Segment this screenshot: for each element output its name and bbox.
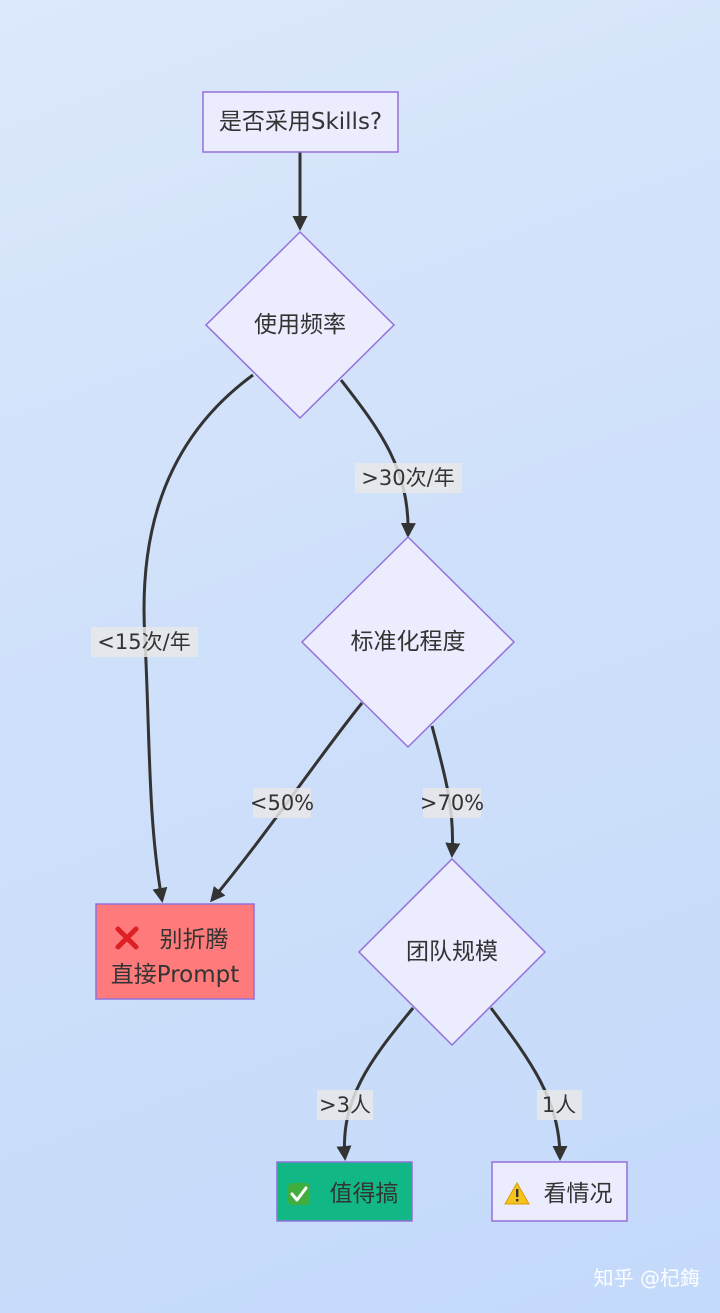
node-standardization: 标准化程度 <box>300 535 516 749</box>
node-team-size: 团队规模 <box>357 857 547 1047</box>
node-reject-line2: 直接Prompt <box>111 962 240 988</box>
node-reject-line1: 别折腾 <box>160 927 229 953</box>
edge-label-freq-low-text: <15次/年 <box>97 630 190 654</box>
node-standardization-label: 标准化程度 <box>351 629 466 655</box>
node-worth-it: 值得搞 <box>276 1161 413 1222</box>
node-reject: 别折腾 直接Prompt <box>95 903 255 1000</box>
cross-mark-icon <box>115 926 139 950</box>
node-depends-label: 看情况 <box>544 1181 613 1207</box>
edge-usage-standardization <box>339 379 416 538</box>
node-worth-it-label: 值得搞 <box>330 1181 399 1207</box>
edge-label-std-high-text: >70% <box>420 791 484 815</box>
edge-label-std-low: <50% <box>250 788 314 818</box>
node-team-size-label: 团队规模 <box>406 939 498 965</box>
edge-label-freq-high: >30次/年 <box>355 463 462 493</box>
edge-team-depends <box>489 1007 568 1161</box>
node-usage-frequency-label: 使用频率 <box>254 312 346 338</box>
edge-label-std-high: >70% <box>420 788 484 818</box>
edge-label-freq-high-text: >30次/年 <box>361 466 454 490</box>
edge-label-team-multi-text: >3人 <box>319 1093 371 1117</box>
edge-label-team-multi: >3人 <box>317 1090 373 1120</box>
watermark: 知乎 @杞鋂 <box>593 1266 700 1290</box>
edge-label-team-one-text: 1人 <box>542 1093 576 1117</box>
edge-team-worth <box>336 1007 415 1161</box>
check-mark-button-icon <box>288 1183 310 1205</box>
edge-label-team-one: 1人 <box>537 1090 582 1120</box>
edge-label-std-low-text: <50% <box>250 791 314 815</box>
node-start-label: 是否采用Skills? <box>219 109 382 135</box>
edge-label-freq-low: <15次/年 <box>91 627 198 657</box>
node-depends: 看情况 <box>491 1161 628 1222</box>
node-start: 是否采用Skills? <box>202 91 399 153</box>
node-usage-frequency: 使用频率 <box>204 230 396 420</box>
warning-icon <box>504 1181 530 1205</box>
